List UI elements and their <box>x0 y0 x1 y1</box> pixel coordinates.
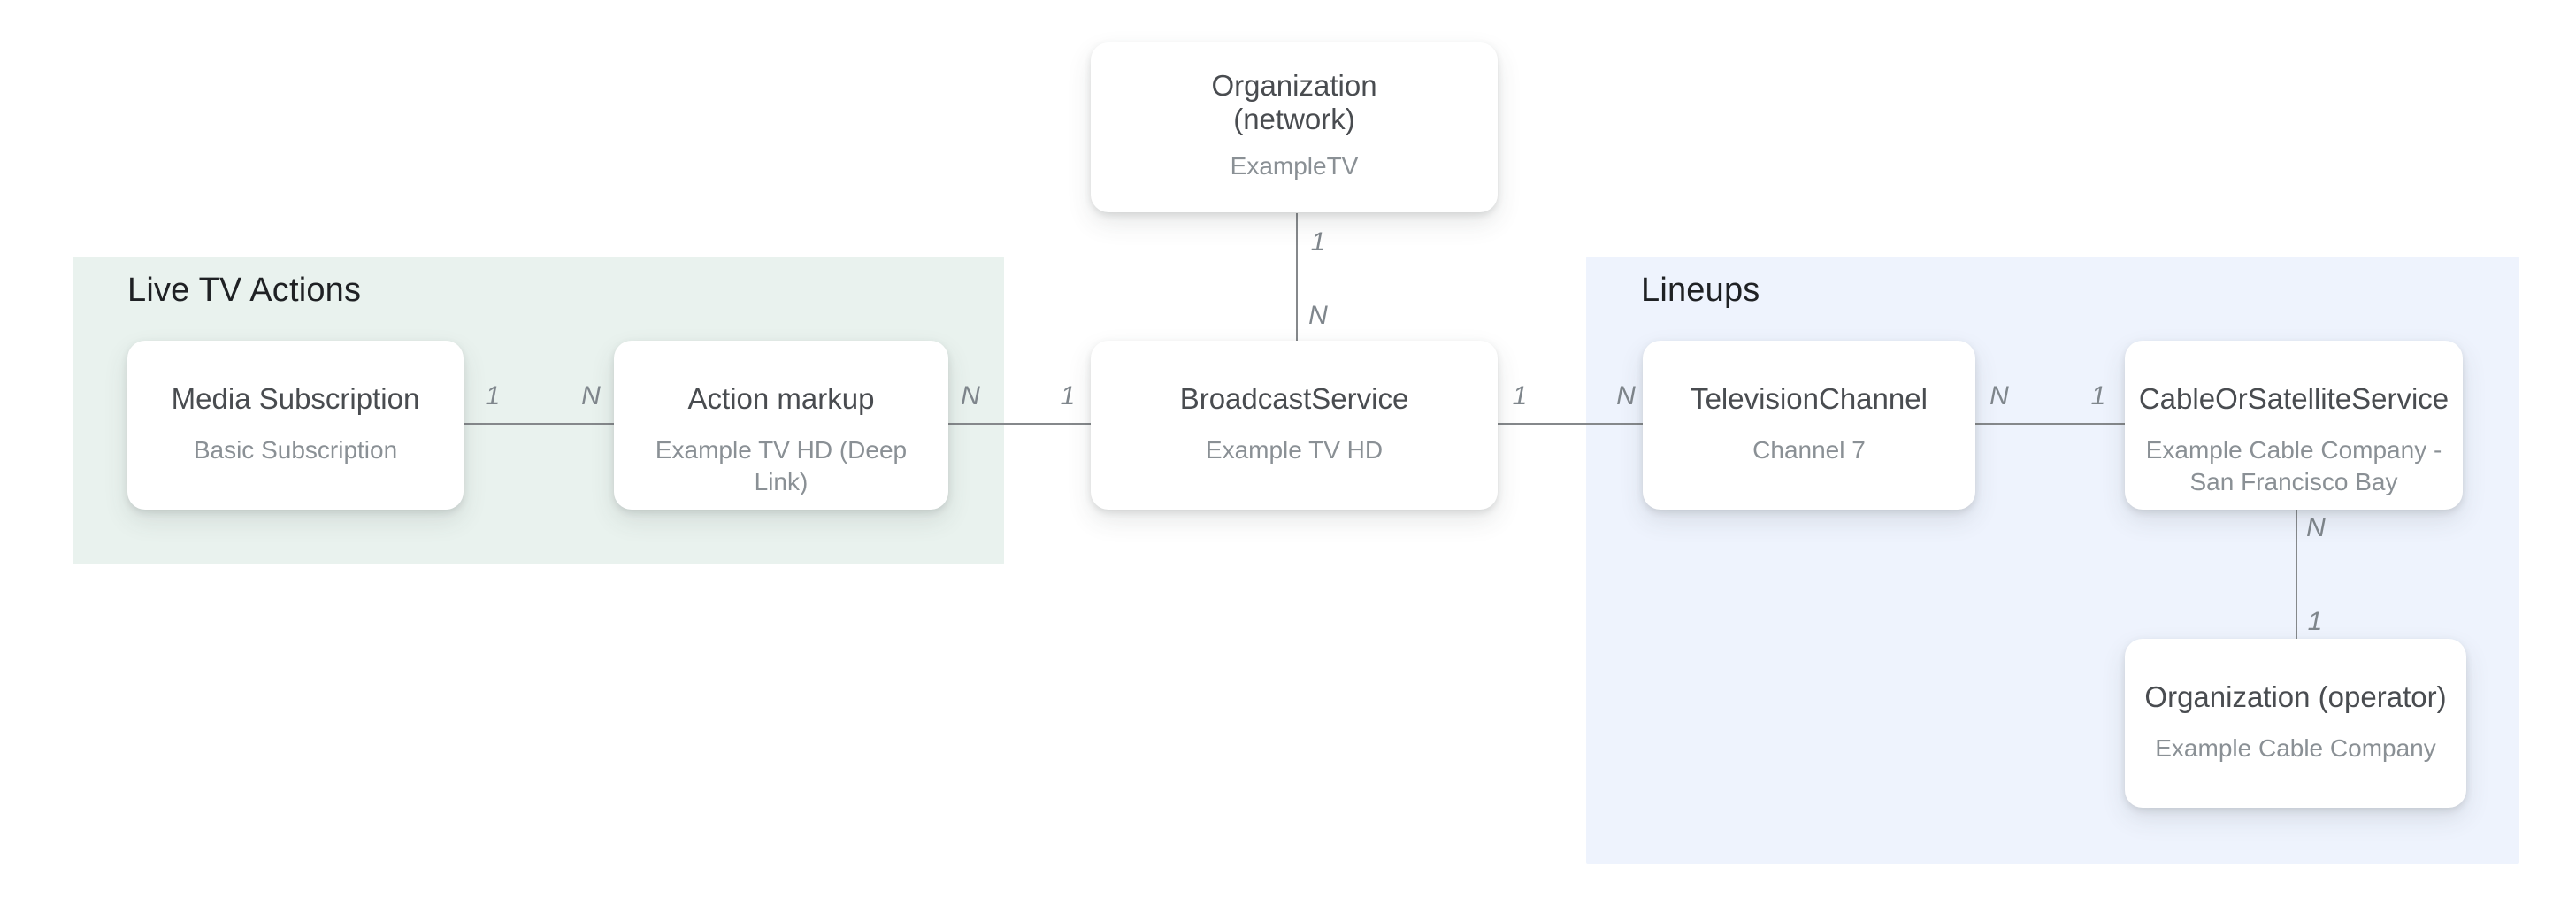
node-title: Organization (operator) <box>2144 680 2447 713</box>
cardinality-label-channel-to-cable-to: 1 <box>2090 381 2106 411</box>
section-title-lineups: Lineups <box>1641 272 1760 309</box>
node-title: Media Subscription <box>171 382 420 415</box>
node-title: Organization (network) <box>1211 69 1377 135</box>
section-title-live-tv-actions: Live TV Actions <box>127 272 362 309</box>
edge-line-channel-to-cable <box>1975 423 2125 425</box>
edge-line-action-to-broadcast <box>948 423 1091 425</box>
node-media-subscription: Media Subscription Basic Subscription <box>127 341 464 510</box>
node-subtitle: Basic Subscription <box>193 436 398 464</box>
cardinality-label-channel-to-cable-from: N <box>1990 381 2009 411</box>
node-organization-network: Organization (network) ExampleTV <box>1091 42 1498 212</box>
node-title: TelevisionChannel <box>1690 382 1928 415</box>
node-title: CableOrSatelliteService <box>2138 382 2450 415</box>
cardinality-label-broadcast-to-channel-to: N <box>1616 381 1636 411</box>
edge-line-network-to-broadcast <box>1296 213 1298 341</box>
node-television-channel: TelevisionChannel Channel 7 <box>1643 341 1975 510</box>
node-organization-operator: Organization (operator) Example Cable Co… <box>2125 639 2466 808</box>
cardinality-label-media-to-action-to: N <box>581 381 601 411</box>
node-cable-or-satellite-service: CableOrSatelliteService Example Cable Co… <box>2125 341 2463 510</box>
node-broadcast-service: BroadcastService Example TV HD <box>1091 341 1498 510</box>
node-subtitle: Example TV HD (Deep Link) <box>655 436 908 495</box>
node-action-markup: Action markup Example TV HD (Deep Link) <box>614 341 948 510</box>
edge-line-cable-to-operator <box>2296 510 2297 639</box>
node-subtitle: Channel 7 <box>1752 436 1866 464</box>
cardinality-label-network-to-broadcast-to: N <box>1308 301 1328 330</box>
cardinality-label-action-to-broadcast-to: 1 <box>1060 381 1076 411</box>
cardinality-label-action-to-broadcast-from: N <box>961 381 980 411</box>
edge-line-broadcast-to-channel <box>1498 423 1643 425</box>
cardinality-label-broadcast-to-channel-from: 1 <box>1512 381 1528 411</box>
node-subtitle: ExampleTV <box>1230 152 1359 180</box>
node-subtitle: Example TV HD <box>1205 436 1384 464</box>
cardinality-label-media-to-action-from: 1 <box>485 381 501 411</box>
cardinality-label-cable-to-operator-from: N <box>2306 513 2326 542</box>
node-title: BroadcastService <box>1179 382 1409 415</box>
node-title: Action markup <box>687 382 875 415</box>
node-subtitle: Example Cable Company - San Francisco Ba… <box>2145 436 2442 495</box>
cardinality-label-network-to-broadcast-from: 1 <box>1310 227 1326 257</box>
cardinality-label-cable-to-operator-to: 1 <box>2307 607 2323 636</box>
edge-line-media-to-action <box>464 423 615 425</box>
node-subtitle: Example Cable Company <box>2155 734 2436 762</box>
